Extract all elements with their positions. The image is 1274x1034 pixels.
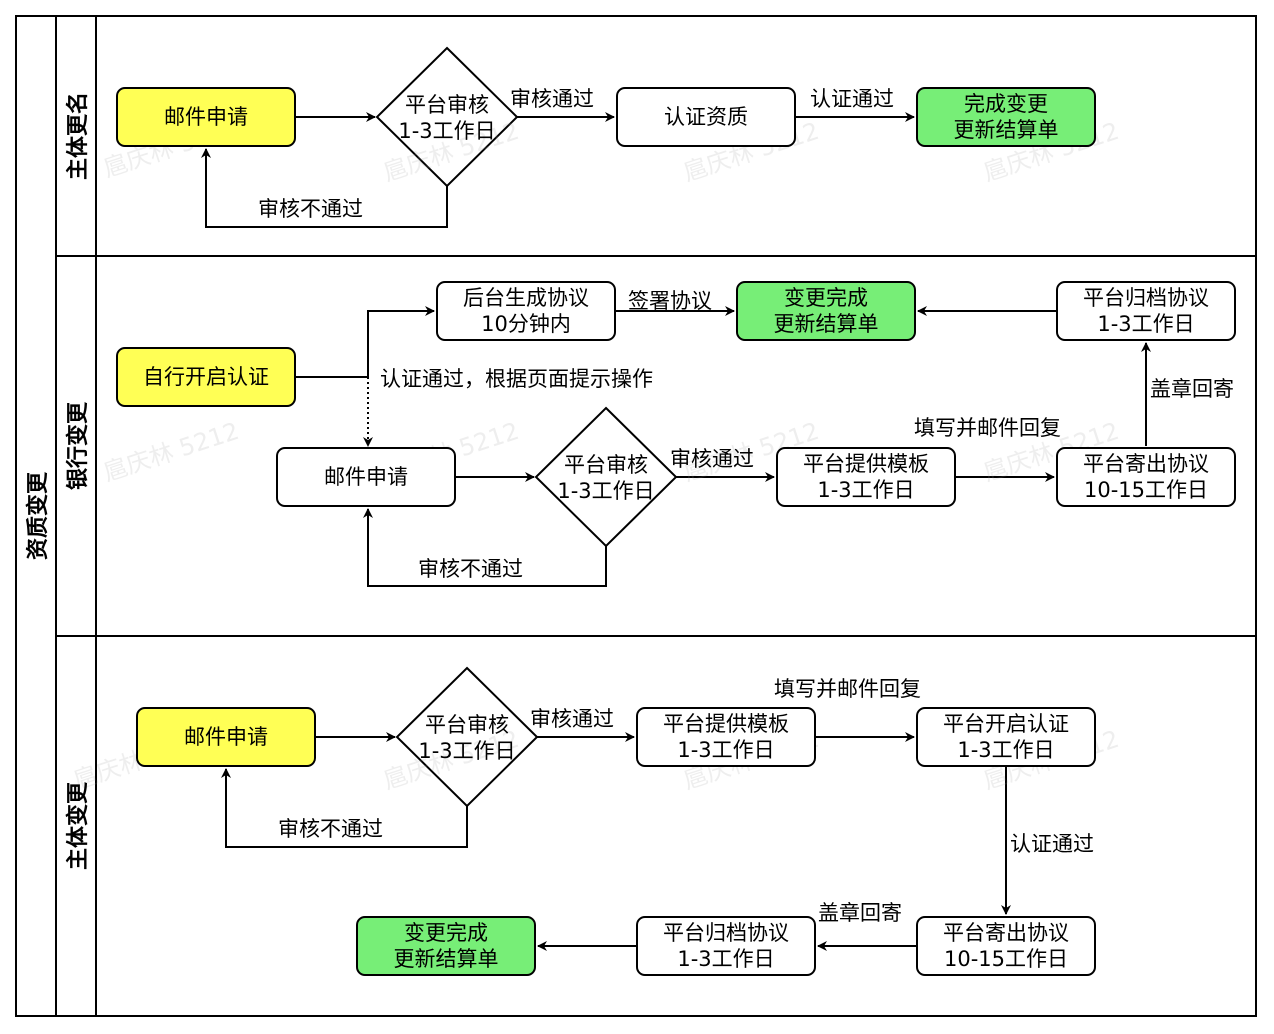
node-label-line: 后台生成协议	[463, 286, 589, 310]
node-label: 邮件申请	[184, 725, 268, 749]
lane2-split-to-gen	[367, 306, 435, 377]
node-label-line: 平台审核	[564, 453, 648, 477]
lane3-fail-label: 审核不通过	[278, 817, 383, 841]
pool-frame	[15, 15, 1257, 1017]
lane2-template-node: 平台提供模板 1-3工作日	[776, 447, 956, 507]
node-label: 邮件申请	[324, 465, 408, 489]
lane2-send-node: 平台寄出协议 10-15工作日	[1056, 447, 1236, 507]
lane2-gen-node: 后台生成协议 10分钟内	[436, 281, 616, 341]
lane1-done-node: 完成变更 更新结算单	[916, 87, 1096, 147]
node-label: 自行开启认证	[143, 365, 269, 389]
node-label: 认证资质	[664, 105, 748, 129]
lane2-fail-label: 审核不通过	[418, 557, 523, 581]
lane-title-text: 银行变更	[66, 401, 92, 491]
lane2-sign-label: 签署协议	[628, 289, 712, 313]
node-label-line: 10-15工作日	[1083, 478, 1209, 502]
lane2-cert-hint-label: 认证通过，根据页面提示操作	[380, 367, 653, 391]
node-label-line: 更新结算单	[773, 312, 879, 336]
lane2-done-node: 变更完成 更新结算单	[736, 281, 916, 341]
node-label-line: 1-3工作日	[557, 479, 655, 503]
node-label-line: 平台寄出协议	[1083, 452, 1209, 476]
lane2-fill-label: 填写并邮件回复	[914, 416, 1061, 440]
lane3-cert-label: 认证通过	[1010, 832, 1094, 856]
lane1-fail-label: 审核不通过	[258, 197, 363, 221]
lane-title: 银行变更	[56, 256, 96, 636]
lane1-verify-node: 认证资质	[616, 87, 796, 147]
node-label-line: 平台归档协议	[1083, 286, 1209, 310]
node-label-line: 更新结算单	[953, 118, 1059, 142]
lane3-pass-label: 审核通过	[530, 707, 614, 731]
lane3-review-label: 平台审核 1-3工作日	[397, 710, 537, 766]
lane-title: 主体变更	[56, 636, 96, 1016]
node-label-line: 1-3工作日	[398, 119, 496, 143]
lane3-send-node: 平台寄出协议 10-15工作日	[916, 916, 1096, 976]
node-label-line: 平台开启认证	[943, 712, 1069, 736]
lane3-stamp-label: 盖章回寄	[818, 901, 902, 925]
node-label: 邮件申请	[164, 105, 248, 129]
lane1-fail-loop	[201, 148, 448, 228]
node-label-line: 平台归档协议	[663, 921, 789, 945]
lane2-self-open-node: 自行开启认证	[116, 347, 296, 407]
node-label-line: 1-3工作日	[677, 738, 775, 762]
node-label-line: 1-3工作日	[1097, 312, 1195, 336]
node-label-line: 10分钟内	[481, 312, 571, 336]
node-label-line: 1-3工作日	[817, 478, 915, 502]
lane3-fill-label: 填写并邮件回复	[774, 677, 921, 701]
lane2-pass-label: 审核通过	[670, 447, 754, 471]
node-label-line: 平台提供模板	[663, 712, 789, 736]
pool-title-text: 资质变更	[26, 471, 52, 561]
node-label-line: 更新结算单	[393, 947, 499, 971]
lane3-fail-loop	[221, 768, 468, 848]
pool-title: 资质变更	[16, 16, 56, 1016]
node-label-line: 1-3工作日	[418, 739, 516, 763]
lane1-pass-label: 审核通过	[510, 87, 594, 111]
node-label-line: 1-3工作日	[677, 947, 775, 971]
node-label-line: 平台审核	[425, 713, 509, 737]
lane2-apply-node: 邮件申请	[276, 447, 456, 507]
lane2-archive-node: 平台归档协议 1-3工作日	[1056, 281, 1236, 341]
lane-title-text: 主体变更	[66, 781, 92, 871]
lane3-open-cert-node: 平台开启认证 1-3工作日	[916, 707, 1096, 767]
lane-title: 主体更名	[56, 16, 96, 256]
lane3-apply-node: 邮件申请	[136, 707, 316, 767]
lane-title-text: 主体更名	[66, 91, 92, 181]
lane2-fail-loop	[363, 508, 607, 587]
node-label-line: 平台审核	[405, 93, 489, 117]
lane3-template-node: 平台提供模板 1-3工作日	[636, 707, 816, 767]
node-label-line: 平台提供模板	[803, 452, 929, 476]
node-label-line: 变更完成	[784, 286, 868, 310]
lane2-review-label: 平台审核 1-3工作日	[536, 450, 676, 506]
lane1-cert-label: 认证通过	[810, 87, 894, 111]
node-label-line: 完成变更	[964, 92, 1048, 116]
node-label-line: 10-15工作日	[943, 947, 1069, 971]
lane2-stamp-label: 盖章回寄	[1150, 377, 1234, 401]
lane3-archive-node: 平台归档协议 1-3工作日	[636, 916, 816, 976]
node-label-line: 1-3工作日	[957, 738, 1055, 762]
lane3-done-node: 变更完成 更新结算单	[356, 916, 536, 976]
node-label-line: 平台寄出协议	[943, 921, 1069, 945]
node-label-line: 变更完成	[404, 921, 488, 945]
lane1-apply-node: 邮件申请	[116, 87, 296, 147]
lane1-review-label: 平台审核 1-3工作日	[377, 90, 517, 146]
